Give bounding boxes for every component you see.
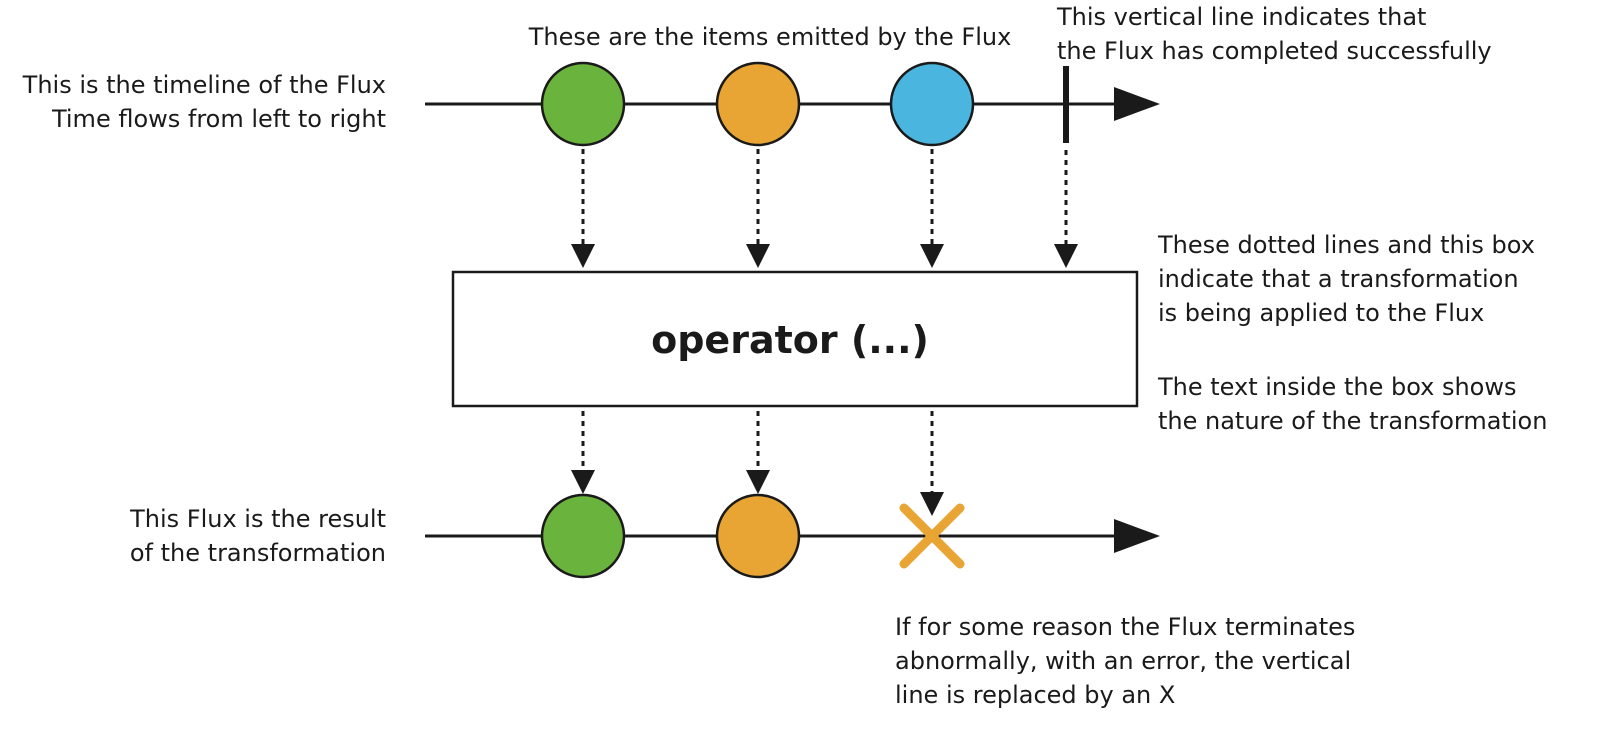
dotted-arrowhead bbox=[746, 244, 770, 268]
completed-annotation: This vertical line indicates that the Fl… bbox=[1057, 0, 1492, 68]
source-timeline-arrowhead bbox=[1114, 87, 1160, 121]
timeline-annotation: This is the timeline of the Flux Time fl… bbox=[23, 68, 386, 136]
source-item-green bbox=[540, 61, 626, 147]
result-annotation-line: This Flux is the result bbox=[130, 505, 386, 533]
operator-label: operator (...) bbox=[651, 318, 929, 362]
error-annotation-line: abnormally, with an error, the vertical bbox=[895, 647, 1352, 675]
box-text-annotation-line: the nature of the transformation bbox=[1158, 407, 1548, 435]
error-x-stroke bbox=[899, 503, 965, 569]
dotted-arrowhead bbox=[571, 244, 595, 268]
completed-annotation-line: the Flux has completed successfully bbox=[1057, 37, 1492, 65]
operator-box-group: operator (...) bbox=[451, 270, 1139, 408]
error-annotation-line: If for some reason the Flux terminates bbox=[895, 613, 1356, 641]
result-annotation: This Flux is the result of the transform… bbox=[130, 502, 386, 570]
box-text-annotation: The text inside the box shows the nature… bbox=[1158, 370, 1547, 438]
result-item-orange bbox=[715, 493, 801, 579]
error-annotation-line: line is replaced by an X bbox=[895, 681, 1176, 709]
result-timeline bbox=[425, 493, 1160, 579]
completed-annotation-line: This vertical line indicates that bbox=[1057, 3, 1427, 31]
dotted-arrowhead bbox=[1054, 244, 1078, 268]
result-annotation-line: of the transformation bbox=[129, 539, 386, 567]
items-annotation: These are the items emitted by the Flux bbox=[470, 20, 1070, 54]
source-item-blue bbox=[889, 61, 975, 147]
transformation-annotation-line: indicate that a transformation bbox=[1158, 265, 1519, 293]
items-annotation-line: These are the items emitted by the Flux bbox=[528, 23, 1012, 51]
source-item-orange bbox=[715, 61, 801, 147]
arrows-layer bbox=[571, 149, 1078, 516]
transformation-annotation-line: These dotted lines and this box bbox=[1158, 231, 1535, 259]
dotted-arrowhead bbox=[920, 492, 944, 516]
transformation-annotation: These dotted lines and this box indicate… bbox=[1158, 228, 1535, 330]
transformation-annotation-line: is being applied to the Flux bbox=[1158, 299, 1485, 327]
timeline-annotation-line: This is the timeline of the Flux bbox=[22, 71, 386, 99]
dotted-arrowhead bbox=[920, 244, 944, 268]
dotted-arrowhead bbox=[571, 470, 595, 494]
timeline-annotation-line: Time flows from left to right bbox=[51, 105, 386, 133]
source-timeline bbox=[425, 61, 1160, 147]
operator-box bbox=[451, 270, 1139, 408]
result-timeline-arrowhead bbox=[1114, 519, 1160, 553]
error-annotation: If for some reason the Flux terminates a… bbox=[895, 610, 1355, 712]
result-item-green bbox=[540, 493, 626, 579]
dotted-arrowhead bbox=[746, 470, 770, 494]
box-text-annotation-line: The text inside the box shows bbox=[1158, 373, 1517, 401]
